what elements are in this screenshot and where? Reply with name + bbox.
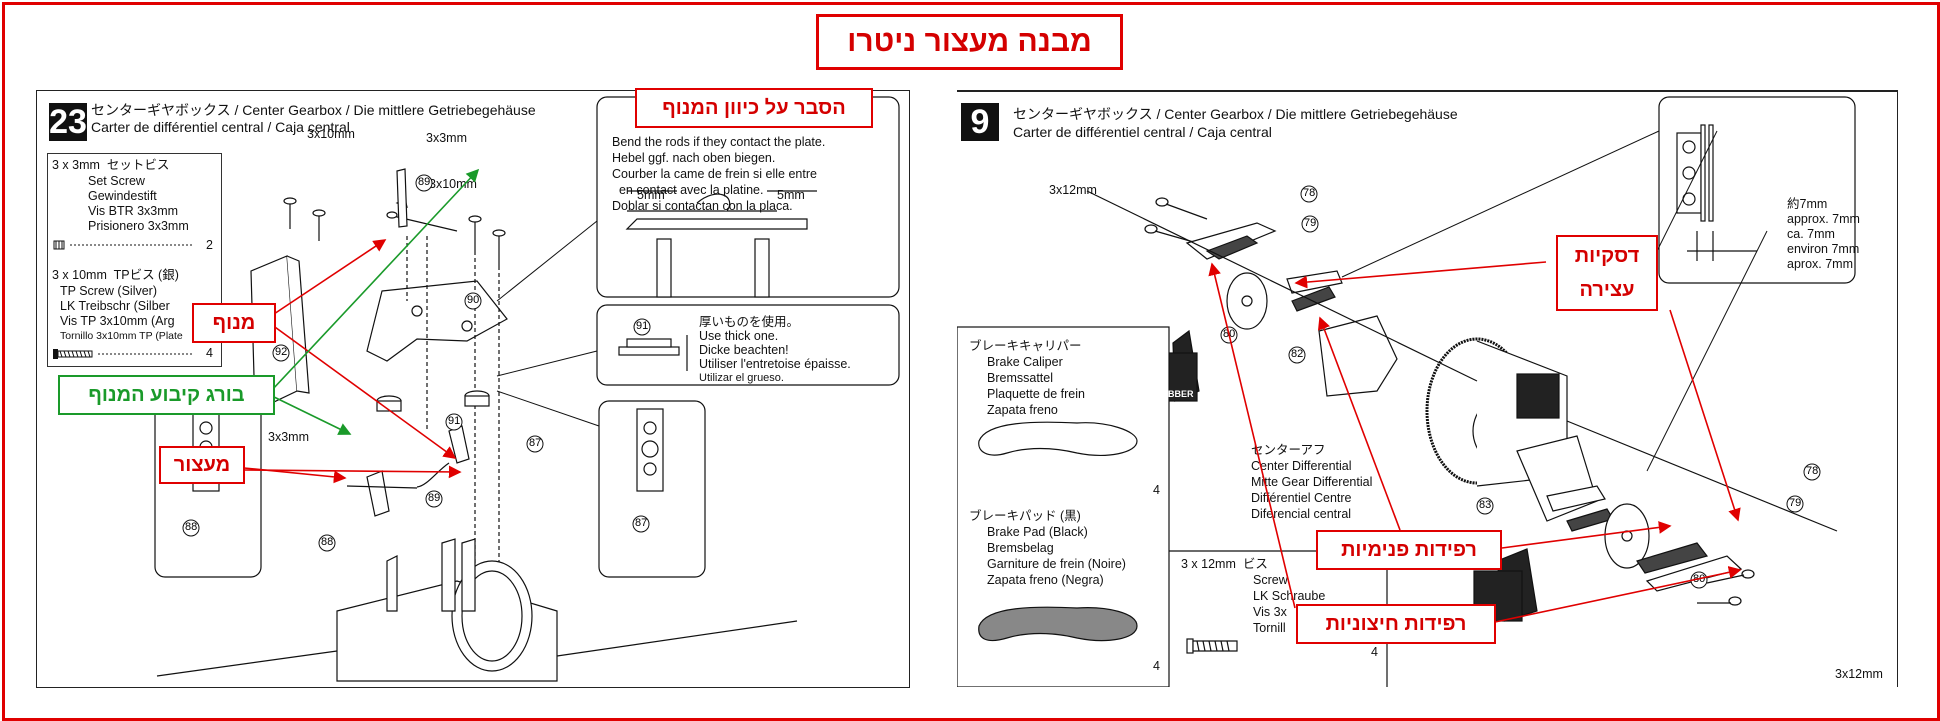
label-outer-pads: רפידות חיצוניות [1296, 604, 1496, 644]
step-title-line1: センターギヤボックス / Center Gearbox / Die mittle… [1013, 106, 1458, 122]
step-number-9: 9 [961, 103, 999, 141]
caliper-line: Zapata freno [987, 403, 1058, 417]
step-number-23: 23 [49, 102, 87, 141]
screw-3x12-line: Vis 3x [1253, 605, 1287, 619]
gap-note-line: approx. 7mm [1787, 212, 1860, 226]
part-number: 89 [418, 176, 431, 188]
tp-screw-qty: 4 [206, 346, 213, 360]
gap-note-line: ca. 7mm [1787, 227, 1835, 241]
part-number: 83 [1479, 499, 1492, 511]
bend-dim-right: 5mm [777, 188, 805, 202]
thick-note-line: Utilizar el grueso. [699, 372, 784, 384]
part-number: 88 [321, 536, 334, 548]
bend-dim-left: 5mm [637, 188, 665, 202]
bend-note-line: en contact avec la platine. [612, 183, 764, 197]
label-arm-fix-screw: בורג קיבוע המנוף [58, 375, 275, 415]
part-number: 80 [1223, 328, 1236, 340]
step-title-line2: Carter de différentiel central / Caja ce… [1013, 124, 1272, 140]
part-number: 87 [635, 517, 648, 529]
pad-qty: 4 [1153, 659, 1160, 673]
part-number: 79 [1304, 217, 1317, 229]
brake-assembly-drawing: R [957, 96, 1856, 687]
screw-3x12-qty: 4 [1371, 645, 1378, 659]
tp-screw-line: Vis TP 3x10mm (Arg [60, 314, 175, 328]
set-screw-qty: 2 [206, 238, 213, 252]
set-screw-line: Vis BTR 3x3mm [88, 204, 179, 218]
right-instruction-panel: 9 センターギヤボックス / Center Gearbox / Die mitt… [957, 90, 1898, 687]
thick-note-line: 厚いものを使用。 [699, 315, 800, 329]
part-number: 92 [275, 346, 288, 358]
part-number: 91 [636, 320, 649, 332]
rubber-label-top: R [1153, 383, 1160, 393]
part-number: 89 [428, 492, 441, 504]
label-brake: מעצור [159, 446, 245, 484]
dim-3x12-bottom: 3x12mm [1835, 667, 1883, 681]
caliper-line: Bremssattel [987, 371, 1053, 385]
dim-3x10-a: 3x10mm [307, 127, 355, 141]
part-number: 91 [448, 415, 461, 427]
label-arm-direction-note: הסבר על כיוון המנוף [635, 88, 873, 128]
thick-note-line: Use thick one. [699, 329, 779, 343]
page-title: מבנה מעצור ניטרו [816, 14, 1123, 70]
pad-line: Bremsbelag [987, 541, 1054, 555]
caliper-line: Plaquette de frein [987, 387, 1085, 401]
set-screw-line: Set Screw [88, 174, 145, 188]
part-number: 78 [1303, 187, 1316, 199]
step-title-line1: センターギヤボックス / Center Gearbox / Die mittle… [91, 102, 536, 118]
part-number: 87 [529, 437, 542, 449]
center-diff-line: Diferencial central [1251, 507, 1352, 521]
screw-3x12-line: Screw [1253, 573, 1288, 587]
screw-3x12-heading: 3 x 12mm ビス [1181, 557, 1268, 571]
label-inner-pads: רפידות פנימיות [1316, 530, 1502, 570]
bend-note-line: Courber la came de frein si elle entre [612, 167, 817, 181]
screw-3x12-line: Tornill [1253, 621, 1286, 635]
bend-note-line: Bend the rods if they contact the plate. [612, 135, 826, 149]
center-diff-line: Center Differential [1251, 459, 1352, 473]
set-screw-icon [53, 240, 192, 250]
thick-note-line: Dicke beachten! [699, 343, 789, 357]
center-diff-line: Mitte Gear Differential [1251, 475, 1373, 489]
center-diff-line: センターアフ [1251, 443, 1326, 457]
tp-screw-heading: 3 x 10mm TPビス (銀) [52, 268, 179, 282]
set-screw-line: Gewindestift [88, 189, 157, 203]
pad-heading: ブレーキパッド (黒) [969, 509, 1081, 523]
label-arm: מנוף [192, 303, 276, 343]
pad-line: Zapata freno (Negra) [987, 573, 1104, 587]
part-number: 78 [1806, 465, 1819, 477]
rubber-label: RUBBER [1155, 389, 1194, 399]
tp-screw-line: LK Treibschr (Silber [60, 299, 170, 313]
step-title-line2: Carter de différentiel central / Caja ce… [91, 119, 350, 135]
label-brake-discs: דסקיות עצירה [1556, 235, 1658, 311]
thick-note-line: Utiliser l'entretoise épaisse. [699, 357, 851, 371]
gap-note-line: aprox. 7mm [1787, 257, 1853, 271]
tp-screw-line: Tornillo 3x10mm TP (Plate [60, 330, 183, 342]
part-number: 79 [1789, 497, 1802, 509]
screw-3x12-line: LK Schraube [1253, 589, 1326, 603]
dim-3x3-a: 3x3mm [426, 131, 467, 145]
caliper-line: Brake Caliper [987, 355, 1063, 369]
set-screw-line: Prisionero 3x3mm [88, 219, 189, 233]
set-screw-heading: 3 x 3mm セットビス [52, 158, 170, 172]
pad-line: Garniture de frein (Noire) [987, 557, 1126, 571]
caliper-qty: 4 [1153, 483, 1160, 497]
part-number: 82 [1291, 348, 1304, 360]
bend-note-line: Hebel ggf. nach oben biegen. [612, 151, 776, 165]
dim-3x12-top: 3x12mm [1049, 183, 1097, 197]
part-number: 80 [1693, 573, 1706, 585]
part-number: 88 [185, 521, 198, 533]
gap-note-line: 約7mm [1787, 197, 1828, 211]
parts-box-left: 3 x 3mm セットビス Set Screw Gewindestift Vis… [47, 153, 222, 367]
pad-line: Brake Pad (Black) [987, 525, 1088, 539]
caliper-heading: ブレーキキャリパー [969, 339, 1082, 353]
tp-screw-line: TP Screw (Silver) [60, 284, 158, 298]
part-number: 90 [467, 294, 480, 306]
tp-screw-icon [53, 349, 192, 359]
gap-note-line: environ 7mm [1787, 242, 1860, 256]
bend-note-line: Doblar si contactan con la placa. [612, 199, 793, 213]
center-diff-line: Différentiel Centre [1251, 491, 1352, 505]
screw-3x10-left [283, 197, 326, 241]
